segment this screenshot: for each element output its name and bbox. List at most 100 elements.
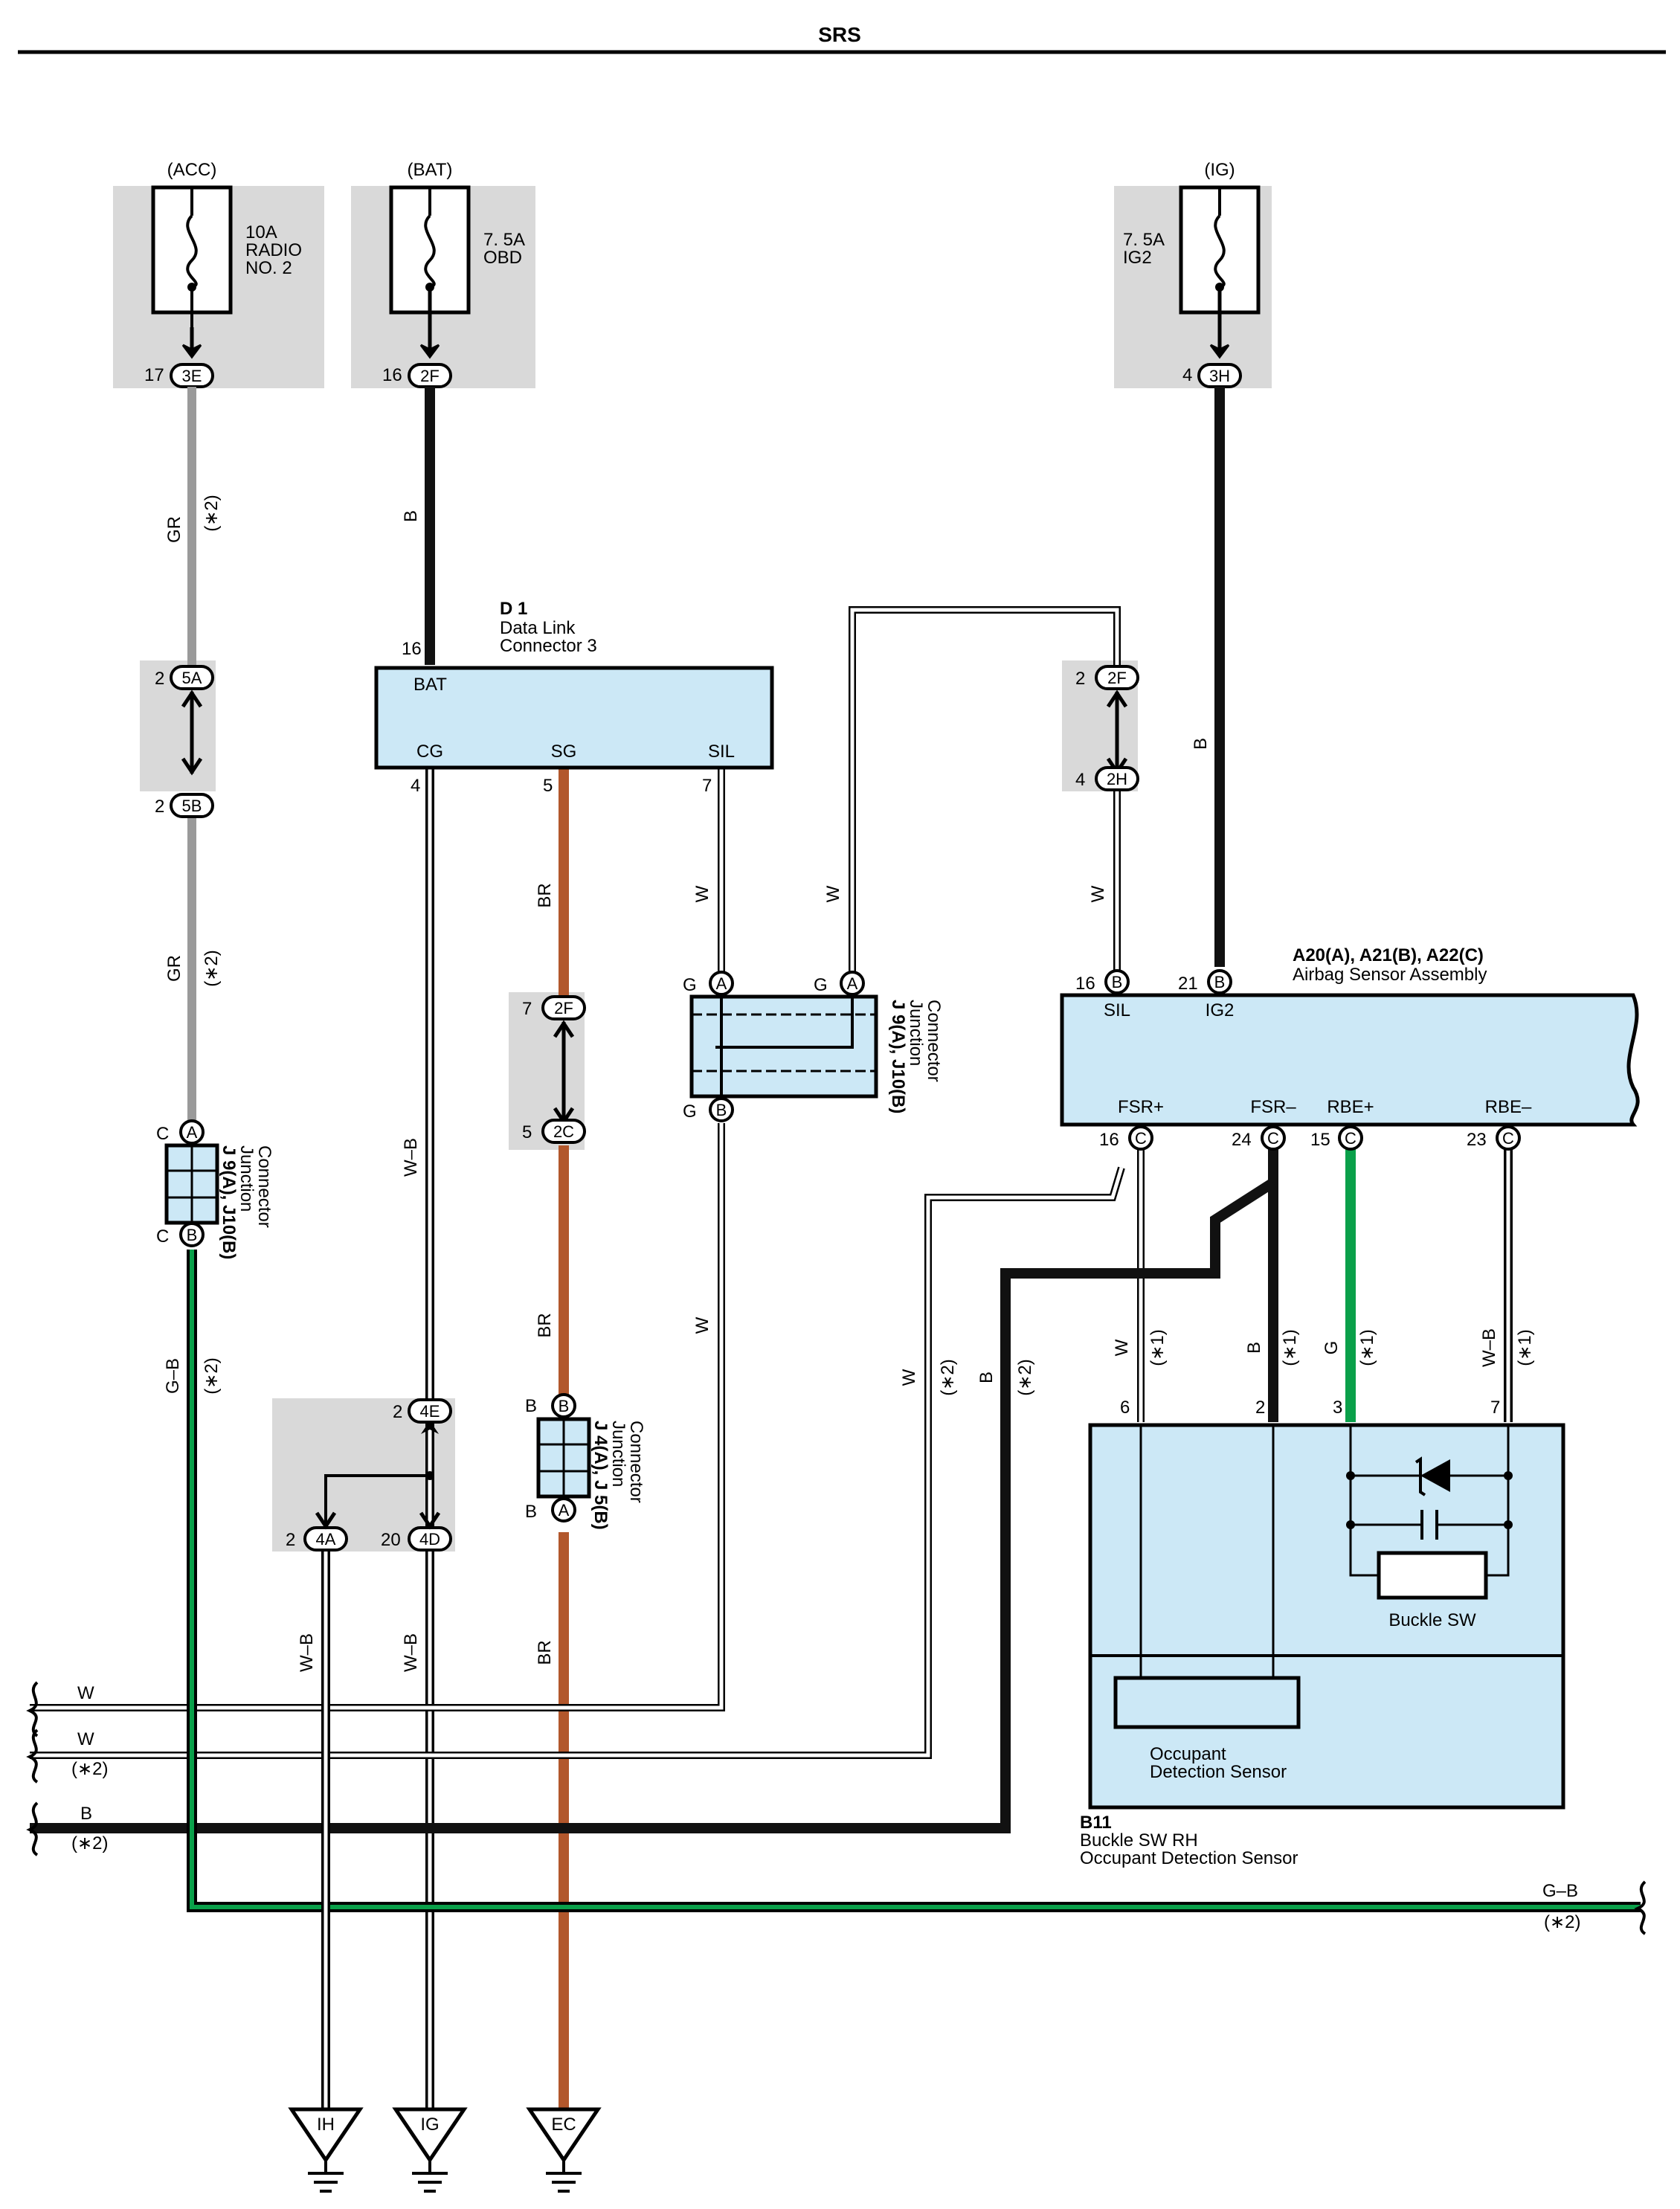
wire-label-w-loop: W <box>823 885 843 902</box>
buckle-switch-label: Buckle SW <box>1388 1610 1476 1630</box>
fuse-bat-supply: (BAT) <box>408 160 453 180</box>
fuse-bat-connector: 2F <box>420 367 440 385</box>
bus-note-gb: (∗2) <box>1544 1912 1580 1932</box>
svg-text:B: B <box>1244 1342 1264 1354</box>
wire-w-note2-bus <box>30 1166 1125 1759</box>
svg-text:W–B: W–B <box>297 1633 317 1672</box>
dlc-bat-pin: 16 <box>402 639 422 659</box>
airbag-fsrp-pin: 16 <box>1099 1130 1119 1150</box>
airbag-rbem-conn: C <box>1502 1129 1514 1148</box>
fuse-bat-rating: 7. 5A <box>483 230 525 250</box>
dlc-id: D 1 <box>500 599 527 619</box>
fuse-acc-pin: 17 <box>144 365 164 385</box>
airbag-sil-label: SIL <box>1104 1000 1130 1020</box>
middle-jc-g1: G <box>683 975 697 995</box>
svg-text:W: W <box>823 885 843 902</box>
buckle-pin-wb: 7 <box>1490 1398 1500 1418</box>
connector-5b: 2 5B <box>155 793 214 818</box>
svg-text:W–B: W–B <box>1479 1328 1499 1367</box>
middle-jc-g3: G <box>683 1102 697 1122</box>
ground-ec: EC <box>526 2107 602 2193</box>
middle-jc-name3: Connector <box>924 1000 944 1082</box>
fuse-acc: (ACC) 10A RADIO NO. 2 17 3E <box>113 160 324 388</box>
dlc-sil-label: SIL <box>708 742 735 762</box>
wire-label-g-rbe: G <box>1322 1341 1342 1355</box>
left-jc-name2: Junction <box>236 1145 257 1212</box>
svg-text:G: G <box>1322 1341 1342 1355</box>
wire-break-left-1 <box>26 1681 39 1737</box>
connector-2f-mid: 7 2F <box>522 995 586 1020</box>
connector-5b-label: 5B <box>182 797 202 815</box>
wire-label-br-2: BR <box>535 1313 555 1337</box>
connector-4e-label: 4E <box>420 1402 440 1421</box>
svg-text:W–B: W–B <box>401 1138 421 1177</box>
connector-4d-label: 4D <box>419 1530 440 1549</box>
wire-label-b-note2: B <box>976 1372 997 1383</box>
fuse-bat-pin: 16 <box>382 365 402 385</box>
left-jc-top-conn: A <box>187 1123 198 1142</box>
connector-5a: 2 5A <box>155 665 214 690</box>
fuse-ig-connector: 3H <box>1209 367 1230 385</box>
middle-jc-g2: G <box>814 975 828 995</box>
dlc-sg-pin: 5 <box>543 776 553 796</box>
wire-label-wb-ih: W–B <box>297 1633 317 1672</box>
j45-name2: Junction <box>608 1421 628 1487</box>
airbag-rbem-pin: 23 <box>1467 1130 1487 1150</box>
buckle-switch-element <box>1377 1551 1488 1600</box>
connector-2f-mid-pin: 7 <box>522 999 532 1019</box>
connector-2c-pin: 5 <box>522 1122 532 1142</box>
airbag-sensor-assembly: A20(A), A21(B), A22(C) Airbag Sensor Ass… <box>1060 945 1640 1151</box>
buckle-id: B11 <box>1080 1813 1112 1833</box>
dlc-bat-label: BAT <box>413 675 447 695</box>
airbag-subtitle: Airbag Sensor Assembly <box>1293 965 1487 985</box>
wire-w-jc-bus <box>30 1123 725 1711</box>
connector-5a-pin: 2 <box>155 669 164 689</box>
wire-w-loop <box>849 606 1121 976</box>
svg-text:B: B <box>976 1372 997 1383</box>
occupant-sensor-label1: Occupant <box>1150 1744 1226 1764</box>
svg-text:(∗1): (∗1) <box>1515 1329 1535 1366</box>
middle-jc-name1: J 9(A), J10(B) <box>888 1000 908 1113</box>
svg-text:BR: BR <box>535 1640 555 1665</box>
connector-2f-top-label: 2F <box>1107 669 1127 687</box>
wire-break-right <box>1634 1880 1647 1935</box>
wire-note-gr-lower: (∗2) <box>202 950 222 986</box>
dlc-cg-label: CG <box>416 742 443 762</box>
connector-4a-pin: 2 <box>286 1530 295 1550</box>
airbag-rbep-pin: 15 <box>1310 1130 1330 1150</box>
j45-name3: Connector <box>626 1421 646 1503</box>
middle-jc-name2: Junction <box>906 1000 926 1066</box>
junction-connector-middle: G A G A G B J 9(A), J10(B) Junction Conn… <box>683 971 944 1122</box>
wire-label-br-1: BR <box>535 883 555 907</box>
fuse-ig-supply: (IG) <box>1204 160 1235 180</box>
connector-2f-top: 2 2F <box>1075 665 1139 690</box>
dlc-name2: Connector 3 <box>500 636 597 656</box>
occupant-sensor-label2: Detection Sensor <box>1150 1762 1287 1782</box>
airbag-fsrm-pin: 24 <box>1232 1130 1252 1150</box>
connector-2h-pin: 4 <box>1075 770 1085 790</box>
fuse-acc-supply: (ACC) <box>167 160 217 180</box>
middle-jc-g1-conn: A <box>716 974 727 993</box>
ground-ih: IH <box>288 2107 364 2193</box>
svg-text:GR: GR <box>164 955 184 982</box>
buckle-name2: Occupant Detection Sensor <box>1080 1848 1298 1868</box>
airbag-rbep-label: RBE+ <box>1327 1097 1374 1117</box>
j45-bot-letter: B <box>525 1502 537 1522</box>
svg-text:(∗2): (∗2) <box>202 950 222 986</box>
fuse-ig-name: IG2 <box>1123 248 1152 268</box>
buckle-switch-module: 6 2 3 7 Buckle SW Occupant Detection Sen… <box>1080 1398 1565 1868</box>
j45-bot-conn: A <box>559 1501 570 1520</box>
wire-break-left-2 <box>26 1729 39 1784</box>
bus-note-w2: (∗2) <box>71 1759 108 1779</box>
connector-4a-label: 4A <box>316 1530 336 1549</box>
fuse-bat-name: OBD <box>483 248 522 268</box>
airbag-fsrp-conn: C <box>1135 1129 1147 1148</box>
connector-4a: 2 4A <box>286 1526 348 1552</box>
svg-text:B: B <box>401 510 421 522</box>
wire-note-b-note2: (∗2) <box>1015 1359 1035 1395</box>
svg-text:BR: BR <box>535 883 555 907</box>
svg-text:(∗2): (∗2) <box>202 1357 222 1394</box>
svg-text:GR: GR <box>164 516 184 543</box>
connector-2h: 4 2H <box>1075 766 1139 791</box>
j45-top-letter: B <box>525 1396 537 1416</box>
